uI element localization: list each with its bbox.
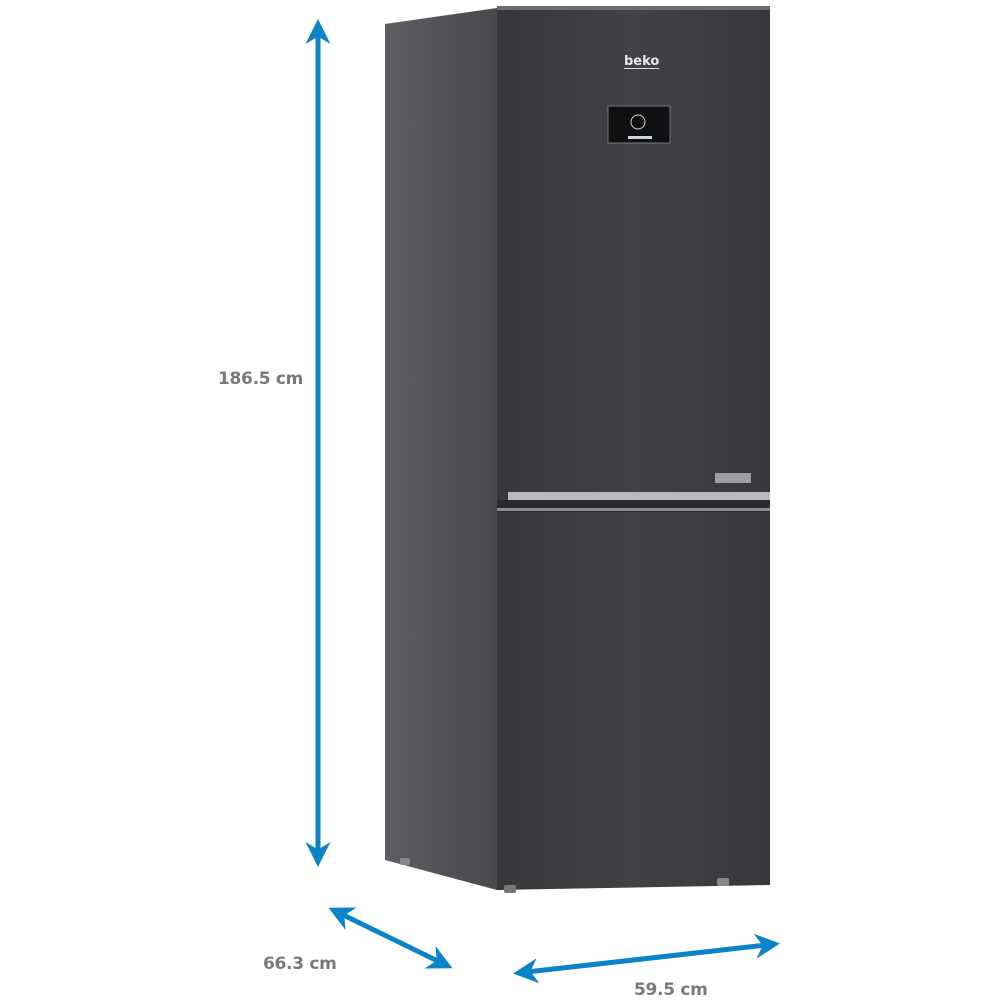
harvestfresh-badge xyxy=(715,473,751,483)
rear-foot xyxy=(400,858,410,865)
front-foot-left xyxy=(504,885,516,893)
brand-logo: beko xyxy=(624,54,660,69)
door-gap-trim xyxy=(497,508,770,511)
width-arrow xyxy=(513,933,780,984)
door-handle xyxy=(508,492,770,500)
fridge-front xyxy=(497,8,770,890)
display-dial-icon xyxy=(630,114,646,130)
height-label: 186.5 cm xyxy=(218,369,304,389)
fridge-side-panel xyxy=(385,8,497,890)
depth-arrow xyxy=(328,907,453,969)
fridge-top-edge xyxy=(497,6,770,10)
display-readout xyxy=(628,136,652,139)
width-label: 59.5 cm xyxy=(634,980,708,1000)
front-foot-right xyxy=(717,878,729,886)
depth-label: 66.3 cm xyxy=(263,954,337,974)
